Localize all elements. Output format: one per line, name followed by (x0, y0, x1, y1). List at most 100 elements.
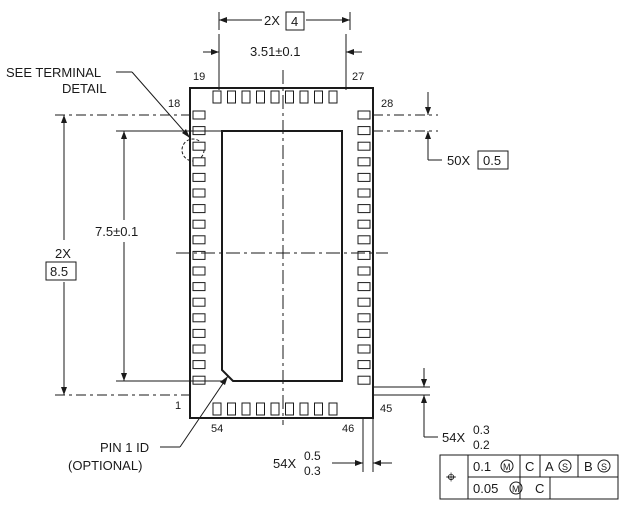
top-pad (212, 90, 222, 104)
frame-row1-datum-b: B (584, 459, 593, 474)
center-width-text: 3.51±0.1 (250, 44, 301, 59)
left-pad (192, 375, 206, 385)
length-upper-text: 0.3 (473, 423, 490, 437)
top-pad (314, 90, 323, 104)
pin-1-label: 1 (175, 400, 181, 412)
frame-row1-tolerance: 0.1 (473, 459, 491, 474)
right-pad (357, 313, 371, 323)
pin-19-label: 19 (193, 71, 205, 83)
left-pad (192, 141, 206, 151)
pin1-line2: (OPTIONAL) (68, 458, 142, 473)
left-pad-column (192, 110, 206, 385)
frame-row1-tol-modifier: M (503, 462, 511, 472)
width-count-text: 54X (273, 456, 296, 471)
left-pad (192, 110, 206, 120)
pin-number-labels: 19 27 18 28 1 45 54 46 (168, 71, 393, 435)
left-pad (192, 360, 206, 370)
left-pad (192, 344, 206, 354)
pin-45-label: 45 (380, 403, 392, 415)
right-pad (357, 282, 371, 292)
left-overall-dimension: 2X 8.5 (45, 114, 190, 396)
pin1-id-callout: PIN 1 ID (OPTIONAL) (68, 375, 229, 473)
right-pad (357, 172, 371, 182)
right-pad (357, 266, 371, 276)
pitch-count-text: 50X (447, 153, 470, 168)
frame-row1-a-modifier: S (562, 462, 568, 472)
side-box-text: 8.5 (50, 264, 68, 279)
bottom-pad (212, 402, 222, 416)
center-width-dimension: 3.51±0.1 (203, 34, 362, 90)
left-pad (192, 157, 206, 167)
pitch-dimension: 50X 0.5 (373, 92, 509, 170)
pin-46-label: 46 (342, 423, 354, 435)
pin1-line1: PIN 1 ID (100, 440, 149, 455)
length-lower-text: 0.2 (473, 438, 490, 452)
top-count-text: 2X (264, 13, 280, 28)
frame-row2-tolerance: 0.05 (473, 481, 498, 496)
pad-length-dimension: 54X 0.3 0.2 (373, 368, 490, 452)
center-height-text: 7.5±0.1 (95, 224, 138, 239)
see-terminal-callout: SEE TERMINAL DETAIL (6, 65, 205, 162)
left-pad (192, 250, 206, 260)
bottom-pad (241, 402, 251, 416)
bottom-pad (270, 402, 280, 416)
left-pad (192, 172, 206, 182)
see-terminal-line2: DETAIL (62, 81, 107, 96)
top-pad (285, 90, 294, 104)
frame-row1-datum-c: C (525, 459, 534, 474)
left-pad (192, 328, 206, 338)
right-pad (357, 235, 371, 245)
right-pad (357, 250, 371, 260)
left-pad (192, 204, 206, 214)
right-pad (357, 188, 371, 198)
left-pad (192, 297, 206, 307)
right-pad (357, 375, 371, 385)
frame-row2-tol-modifier: M (512, 484, 520, 494)
width-lower-text: 0.3 (304, 464, 321, 478)
position-symbol-icon: ⌖ (446, 467, 456, 487)
top-overall-dimension: 2X 4 (218, 11, 351, 31)
right-pad (357, 360, 371, 370)
pitch-box-text: 0.5 (483, 153, 501, 168)
position-tolerance-frame: ⌖ 0.1 M C A S B S 0.05 M C (439, 454, 619, 500)
top-box-text: 4 (291, 14, 298, 29)
top-pad (256, 90, 265, 104)
right-pad (357, 157, 371, 167)
bottom-pad (256, 402, 265, 416)
side-count-text: 2X (55, 246, 71, 261)
length-count-text: 54X (442, 430, 465, 445)
width-upper-text: 0.5 (304, 449, 321, 463)
package-body (189, 87, 374, 419)
top-pad (299, 90, 309, 104)
right-pad (357, 110, 371, 120)
right-pad (357, 219, 371, 229)
pin-54-label: 54 (211, 423, 223, 435)
left-pad (192, 219, 206, 229)
right-pad (357, 141, 371, 151)
left-pad (192, 188, 206, 198)
top-dimension-box (285, 11, 305, 31)
bottom-pad (328, 402, 338, 416)
left-pad (192, 313, 206, 323)
top-pad (241, 90, 251, 104)
top-pad (227, 90, 236, 104)
center-lines (176, 70, 388, 425)
left-pad (192, 282, 206, 292)
pin-28-label: 28 (381, 98, 393, 110)
bottom-pad (285, 402, 294, 416)
right-pad (357, 297, 371, 307)
see-terminal-line1: SEE TERMINAL (6, 65, 101, 80)
bottom-pad (299, 402, 309, 416)
left-pad (192, 266, 206, 276)
top-pad-row (212, 90, 338, 104)
frame-row1-b-modifier: S (601, 462, 607, 472)
pin-18-label: 18 (168, 98, 180, 110)
frame-row2-datum-c: C (535, 481, 544, 496)
top-pad (328, 90, 338, 104)
right-pad (357, 204, 371, 214)
top-pad (270, 90, 280, 104)
right-pad (357, 344, 371, 354)
pad-width-dimension: 54X 0.5 0.3 (273, 418, 392, 478)
exposed-thermal-pad (221, 130, 343, 382)
